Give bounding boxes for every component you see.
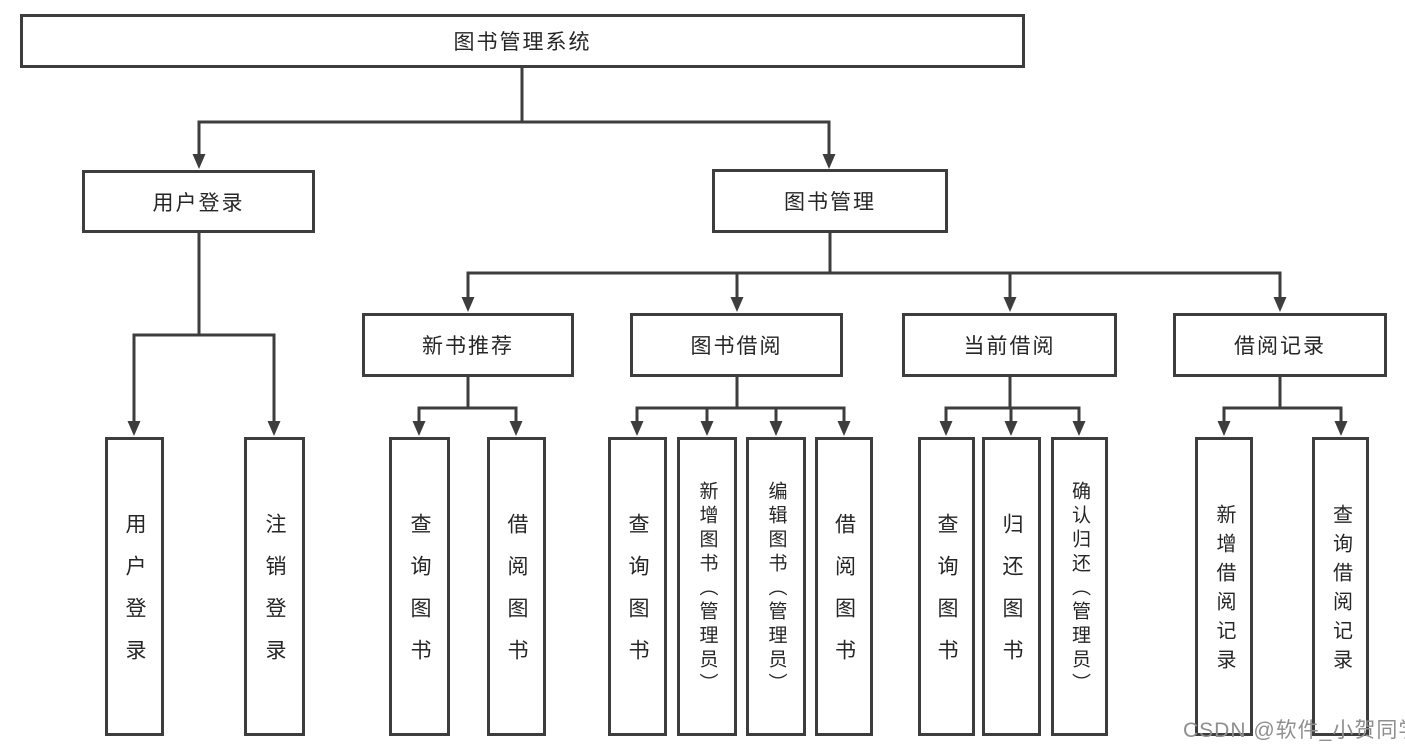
leaf-user-login: 用户登录 (105, 437, 164, 736)
leaf-label: 用户登录 (123, 513, 146, 681)
leaf-label: 借阅图书 (832, 513, 856, 681)
leaf-confirm-return-admin: 确认归还（管理员） (1051, 437, 1108, 736)
leaf-borrow-books-recommend: 借阅图书 (487, 437, 546, 736)
leaf-return-books: 归还图书 (982, 437, 1041, 736)
leaf-label: 确认归还（管理员） (1069, 481, 1090, 697)
leaf-add-books-admin: 新增图书（管理员） (677, 437, 737, 736)
leaf-label: 查询借阅记录 (1329, 504, 1352, 678)
node-book-borrowing: 图书借阅 (630, 313, 843, 377)
leaf-query-books-recommend: 查询图书 (389, 437, 450, 736)
leaf-query-books-current: 查询图书 (918, 437, 975, 736)
node-user-login: 用户登录 (82, 170, 315, 233)
node-book-management: 图书管理 (712, 169, 948, 233)
leaf-edit-books-admin: 编辑图书（管理员） (746, 437, 806, 736)
leaf-label: 借阅图书 (505, 513, 528, 681)
node-borrowing-records: 借阅记录 (1173, 313, 1387, 377)
leaf-label: 编辑图书（管理员） (765, 481, 787, 697)
leaf-query-books-borrowing: 查询图书 (608, 437, 667, 736)
leaf-borrow-books: 借阅图书 (815, 437, 873, 736)
node-current-borrowing: 当前借阅 (902, 313, 1117, 377)
leaf-query-borrow-record: 查询借阅记录 (1312, 437, 1369, 736)
leaf-label: 查询图书 (626, 513, 649, 681)
leaf-add-borrow-record: 新增借阅记录 (1195, 437, 1253, 736)
leaf-label: 查询图书 (408, 513, 431, 681)
leaf-label: 查询图书 (935, 513, 958, 681)
leaf-label: 注销登录 (263, 513, 286, 681)
leaf-label: 新增图书（管理员） (696, 481, 718, 697)
node-library-management-system: 图书管理系统 (20, 14, 1025, 68)
node-new-book-recommendation: 新书推荐 (362, 313, 574, 377)
leaf-label: 新增借阅记录 (1213, 504, 1235, 678)
leaf-label: 归还图书 (1000, 513, 1023, 681)
csdn-watermark: CSDN @软件_小贺同学 (1183, 719, 1405, 742)
leaf-logout: 注销登录 (244, 437, 305, 736)
